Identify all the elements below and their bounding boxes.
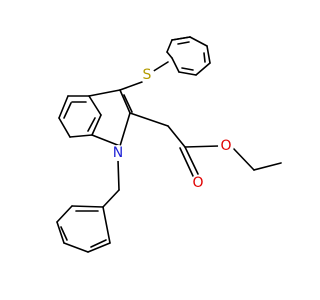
atom-s: S [139,67,155,83]
benzyl-group [56,159,120,253]
atom-o-carbonyl: O [190,175,206,191]
atom-o-ester: O [218,138,234,154]
atom-o-ester-label: O [220,138,231,154]
molecule-structure: S N O O [56,36,282,253]
phenylthio-ring-b [171,36,191,41]
structure-canvas: S N O O [56,36,282,253]
atom-n: N [110,145,126,161]
atom-o-carbonyl-label: O [192,175,203,191]
acetate-chain [129,112,282,177]
phenylthio-ring [166,36,211,76]
indole-benzene-ring [58,95,102,138]
indole-pyrrole-ring [88,89,133,147]
atom-s-label: S [143,67,152,83]
atom-n-label: N [113,145,123,161]
bond-s-phenyl [151,61,169,73]
bond-s-c3 [119,81,143,91]
